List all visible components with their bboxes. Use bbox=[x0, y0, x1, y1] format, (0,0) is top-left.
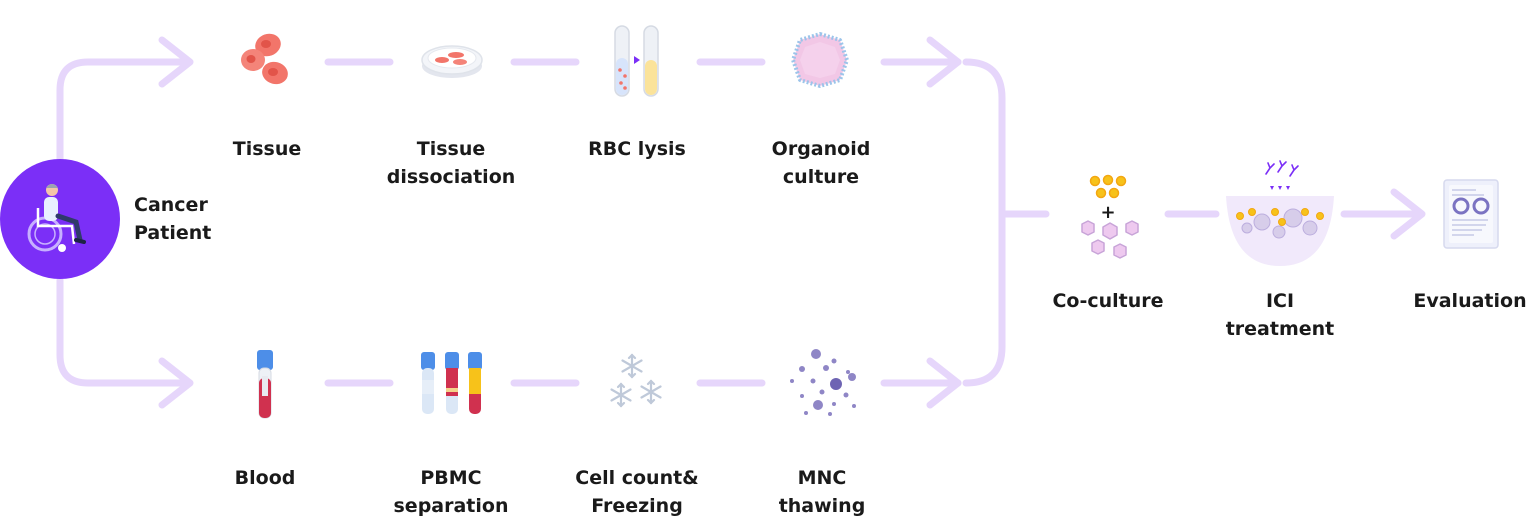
connector-lines bbox=[56, 36, 1426, 409]
pbmc-tubes-icon bbox=[421, 352, 482, 414]
blood-tube-icon bbox=[257, 350, 273, 419]
step-label-pbmc-separation: PBMC separation bbox=[381, 464, 521, 520]
step-label-rbc-lysis: RBC lysis bbox=[567, 135, 707, 163]
arrowhead-evaluation bbox=[1390, 188, 1426, 240]
label-line2: separation bbox=[393, 495, 509, 517]
label-line2: dissociation bbox=[386, 166, 516, 188]
scattered-cells-icon bbox=[790, 349, 856, 416]
step-label-cell-count-freezing: Cell count& Freezing bbox=[562, 464, 712, 520]
test-tubes-icon bbox=[614, 25, 659, 97]
label-line1: MNC bbox=[797, 467, 847, 489]
label-line1: Cell count& bbox=[575, 467, 699, 489]
step-label-ici-treatment: ICI treatment bbox=[1215, 287, 1345, 343]
label-line1: ICI bbox=[1265, 290, 1295, 312]
label-line1: Co-culture bbox=[1052, 290, 1164, 312]
petri-dish-icon bbox=[421, 45, 483, 78]
wheelchair-patient-icon bbox=[0, 159, 120, 279]
label-line2: Freezing bbox=[591, 495, 683, 517]
patient-label: Cancer Patient bbox=[134, 191, 211, 247]
step-label-evaluation: Evaluation bbox=[1410, 287, 1530, 315]
patient-label-line2: Patient bbox=[134, 222, 212, 244]
label-line1: Blood bbox=[234, 467, 296, 489]
step-label-mnc-thawing: MNC thawing bbox=[752, 464, 892, 520]
organoid-icon bbox=[791, 32, 849, 88]
merge-bracket bbox=[962, 58, 1006, 387]
connector-patient-to-blood bbox=[56, 276, 192, 387]
step-label-co-culture: Co-culture bbox=[1043, 287, 1173, 315]
label-line1: Evaluation bbox=[1413, 290, 1527, 312]
label-line1: Tissue bbox=[416, 138, 486, 160]
arrowhead-blood-end bbox=[926, 357, 962, 409]
label-line2: treatment bbox=[1225, 318, 1335, 340]
ici-treatment-icon bbox=[1226, 160, 1334, 266]
label-line1: RBC lysis bbox=[588, 138, 686, 160]
label-line2: culture bbox=[782, 166, 860, 188]
arrowhead-tissue-end bbox=[926, 36, 962, 88]
report-document-icon bbox=[1443, 179, 1499, 249]
step-label-organoid-culture: Organoid culture bbox=[751, 135, 891, 191]
patient-label-line1: Cancer bbox=[134, 194, 208, 216]
arrowhead-tissue bbox=[158, 36, 194, 88]
step-label-tissue: Tissue bbox=[207, 135, 327, 163]
label-line2: thawing bbox=[778, 495, 866, 517]
label-line1: Organoid bbox=[771, 138, 871, 160]
snowflakes-icon bbox=[610, 353, 662, 408]
label-line1: Tissue bbox=[232, 138, 302, 160]
label-line1: PBMC bbox=[420, 467, 482, 489]
coculture-icon bbox=[1081, 174, 1139, 259]
plus-sign: + bbox=[1100, 202, 1115, 223]
step-label-blood: Blood bbox=[205, 464, 325, 492]
arrowhead-blood bbox=[158, 357, 194, 409]
step-label-tissue-dissociation: Tissue dissociation bbox=[381, 135, 521, 191]
connector-patient-to-tissue bbox=[56, 58, 192, 164]
tissue-cells-icon bbox=[241, 33, 288, 85]
